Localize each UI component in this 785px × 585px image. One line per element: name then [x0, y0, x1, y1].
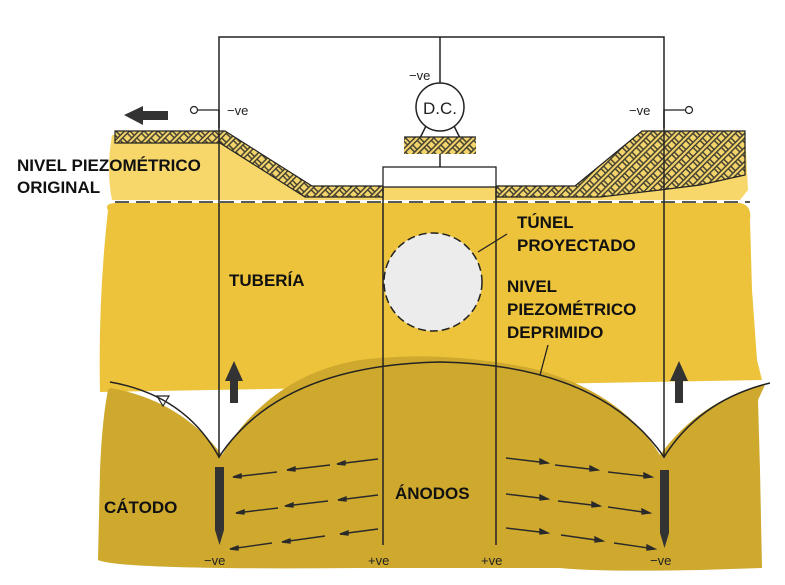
pipe-left-up-arrow-icon: [225, 361, 243, 403]
cathode-left-terminal-dot: [189, 105, 199, 115]
dc-label: D.C.: [423, 99, 457, 118]
dc-generator: [415, 82, 465, 132]
projected-tunnel: [383, 232, 483, 332]
current-arrows-left: [229, 458, 379, 551]
original-water-table-label-line2: ORIGINAL: [17, 178, 100, 197]
anode-right-terminal: +ve: [481, 553, 502, 568]
current-arrows-right: [505, 457, 658, 551]
tunnel-label-line2: PROYECTADO: [517, 236, 636, 255]
outflow-arrow-icon: [124, 106, 168, 125]
pipe-right-up-arrow-icon: [670, 361, 688, 403]
right-bottom-terminal: −ve: [650, 553, 671, 568]
cathode-label: CÁTODO: [104, 498, 177, 517]
anode-left-terminal: +ve: [368, 553, 389, 568]
left-bottom-terminal: −ve: [204, 553, 225, 568]
ground-surface-hatch-right: [495, 130, 746, 198]
water-table-leader: [539, 344, 549, 376]
right-top-terminal: −ve: [629, 103, 650, 118]
pipe-label: TUBERÍA: [229, 271, 305, 290]
cathode-left-electrode: [215, 467, 224, 545]
circuit-wire: [218, 36, 665, 128]
tunnel-label-line1: TÚNEL: [517, 213, 574, 232]
dc-terminal-label: −ve: [409, 68, 430, 83]
depressed-water-table-line: [109, 361, 771, 459]
cathode-right-electrode: [660, 470, 669, 548]
depressed-water-table-label-line1: NIVEL: [507, 277, 557, 296]
original-water-table-label-line1: NIVEL PIEZOMÉTRICO: [17, 156, 201, 175]
depressed-water-table-label-line3: DEPRIMIDO: [507, 323, 603, 342]
dc-generator-base: [404, 137, 476, 154]
shaft-top: [382, 166, 497, 188]
cathode-right-terminal-dot: [684, 105, 694, 115]
depressed-water-table-label-line2: PIEZOMÉTRICO: [507, 300, 636, 319]
water-table-symbol: [155, 395, 171, 408]
anodes-label: ÁNODOS: [395, 484, 470, 503]
left-top-terminal: −ve: [227, 103, 248, 118]
tunnel-leader: [477, 233, 508, 253]
dc-generator-legs: [419, 125, 461, 139]
